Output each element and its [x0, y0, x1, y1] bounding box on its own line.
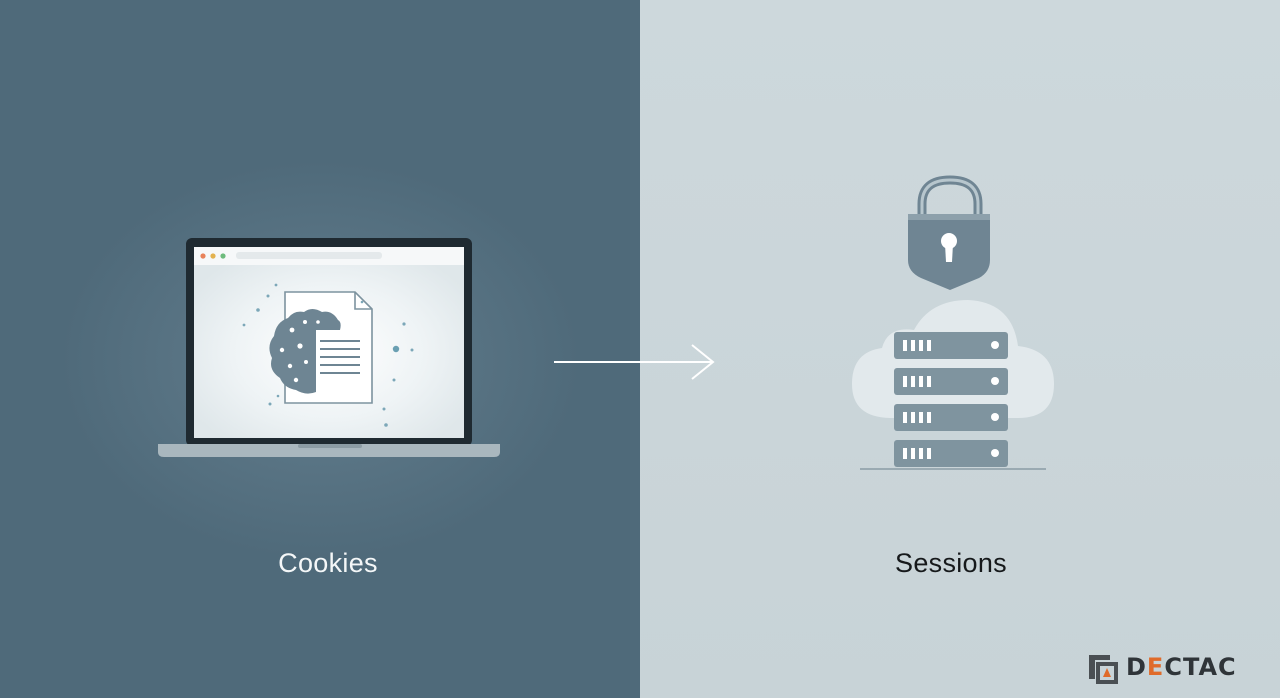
- sessions-label: Sessions: [895, 548, 1007, 578]
- brand-name: DECTAC: [1126, 653, 1237, 681]
- brand-logo-icon: [1089, 655, 1118, 684]
- cookies-label: Cookies: [278, 548, 378, 578]
- brand-logo: DECTAC: [1086, 650, 1237, 684]
